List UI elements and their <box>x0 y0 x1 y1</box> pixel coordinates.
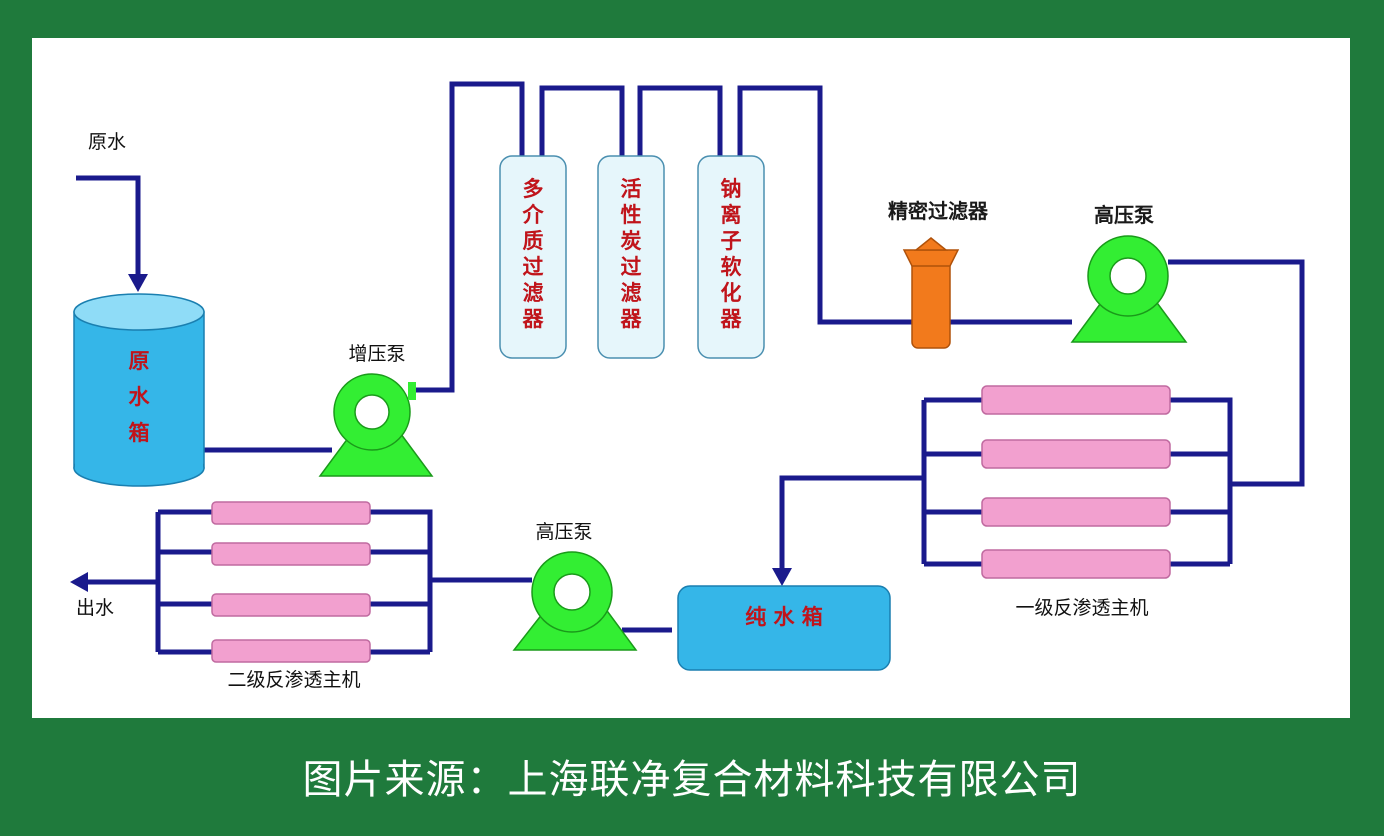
booster-pump <box>318 373 434 477</box>
ro1-membrane-4 <box>981 549 1171 579</box>
sodium-softener-label: 钠离子软化器 <box>720 177 743 331</box>
pure-water-tank <box>677 585 891 671</box>
high-pressure-pump-1-label: 高压泵 <box>1094 203 1154 227</box>
high-pressure-pump-2-label: 高压泵 <box>535 521 592 543</box>
pipe-filter3-outlet <box>737 85 1072 325</box>
ro1-membrane-1 <box>981 385 1171 415</box>
sodium-softener <box>697 155 765 359</box>
activated-carbon-filter-label: 活性炭过滤器 <box>620 177 643 331</box>
out-water-label: 出水 <box>76 597 114 619</box>
arrow-out-water <box>70 572 88 592</box>
filter-labels: 多介质过滤器 活性炭过滤器 钠离子软化器 <box>522 177 743 331</box>
raw-tank-label-2: 水 <box>129 385 151 409</box>
raw-water-label: 原水 <box>88 131 126 153</box>
pipe-filter2-to-filter3 <box>637 85 723 158</box>
raw-water-tank <box>73 293 205 487</box>
high-pressure-pump-2 <box>512 551 638 651</box>
arrow-into-raw-tank <box>128 274 148 292</box>
ro2-membrane-2 <box>211 542 371 566</box>
ro1-membrane-2 <box>981 439 1171 469</box>
pipe-booster-to-filters <box>412 81 525 393</box>
ro-stage-1-label: 一级反渗透主机 <box>1015 597 1148 619</box>
pure-tank-label: 纯 水 箱 <box>745 605 823 629</box>
pipe-raw-inlet <box>76 175 141 278</box>
ro1-membrane-3 <box>981 497 1171 527</box>
ro2-membrane-3 <box>211 593 371 617</box>
diagram-panel: 原 水 箱 原水 增压泵 多介质过滤器活性炭过滤器钠离子 <box>32 38 1350 718</box>
booster-pump-label: 增压泵 <box>348 343 405 365</box>
ro-stage-2 <box>211 501 371 663</box>
raw-tank-label-1: 原 <box>129 349 150 373</box>
pipe-filter1-to-filter2 <box>539 85 625 158</box>
ro2-membrane-1 <box>211 501 371 525</box>
pipe-hp1-to-ro1 <box>1168 259 1305 487</box>
raw-tank-label-3: 箱 <box>129 421 150 445</box>
ro-stage-1 <box>981 385 1171 579</box>
image-source-caption: 图片来源：上海联净复合材料科技有限公司 <box>302 757 1082 803</box>
ro2-membrane-4 <box>211 639 371 663</box>
arrow-into-pure-tank <box>772 568 792 586</box>
multimedia-filter <box>499 155 567 359</box>
high-pressure-pump-1 <box>1070 235 1188 343</box>
ro2-manifold <box>155 509 433 655</box>
multimedia-filter-label: 多介质过滤器 <box>522 177 545 331</box>
ro-stage-2-label: 二级反渗透主机 <box>227 669 360 691</box>
activated-carbon-filter <box>597 155 665 359</box>
precision-filter <box>902 237 960 349</box>
precision-filter-label: 精密过滤器 <box>888 199 989 223</box>
pipe-ro1-to-pure-tank <box>779 475 924 570</box>
ro1-manifold <box>921 397 1233 567</box>
